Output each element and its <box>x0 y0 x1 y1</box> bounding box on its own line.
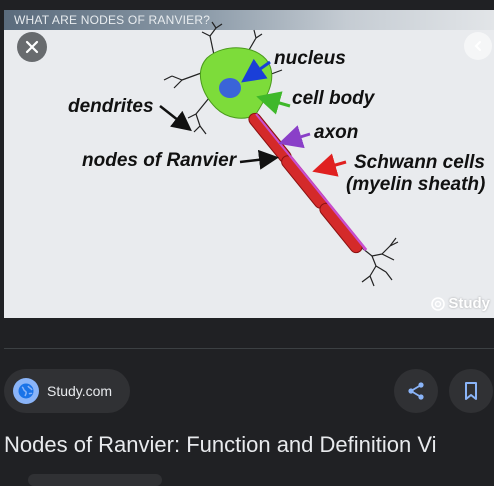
label-cell-body: cell body <box>292 88 375 109</box>
close-icon <box>25 40 39 54</box>
bookmark-icon <box>465 382 477 400</box>
image-preview[interactable]: WHAT ARE NODES OF RANVIER? <box>4 10 494 318</box>
dendrites-arrow <box>159 105 192 132</box>
watermark-text: Study <box>448 295 490 312</box>
myelin-sheath <box>248 112 363 254</box>
neuron-diagram <box>159 21 399 287</box>
save-button[interactable] <box>449 369 493 413</box>
share-button[interactable] <box>394 369 438 413</box>
globe-icon <box>13 378 39 404</box>
axon-core <box>255 113 367 251</box>
share-icon <box>408 382 424 400</box>
label-nodes-of-ranvier: nodes of Ranvier <box>82 150 237 171</box>
label-myelin-sheath: (myelin sheath) <box>346 174 486 195</box>
close-button[interactable] <box>17 32 47 62</box>
divider <box>4 348 494 349</box>
source-link[interactable]: Study.com <box>4 369 130 413</box>
schwann-arrow <box>312 153 347 177</box>
label-dendrites: dendrites <box>68 96 154 117</box>
label-axon: axon <box>314 122 359 143</box>
watermark: Study <box>431 295 490 312</box>
source-name: Study.com <box>47 383 113 399</box>
image-banner: WHAT ARE NODES OF RANVIER? <box>4 10 494 30</box>
result-title[interactable]: Nodes of Ranvier: Function and Definitio… <box>4 432 437 457</box>
nucleus-arrow <box>241 58 271 83</box>
label-schwann-cells: Schwann cells <box>354 152 485 173</box>
axon-arrow <box>278 125 311 149</box>
previous-image-button[interactable] <box>464 32 492 60</box>
cell-body-arrow <box>256 91 291 115</box>
chevron-left-icon <box>474 41 481 51</box>
nucleus <box>219 78 241 98</box>
copyright-icon <box>431 296 446 311</box>
nodes-arrow <box>239 149 279 170</box>
banner-title: WHAT ARE NODES OF RANVIER? <box>14 13 211 27</box>
visit-button[interactable] <box>28 474 162 486</box>
label-nucleus: nucleus <box>274 48 346 69</box>
